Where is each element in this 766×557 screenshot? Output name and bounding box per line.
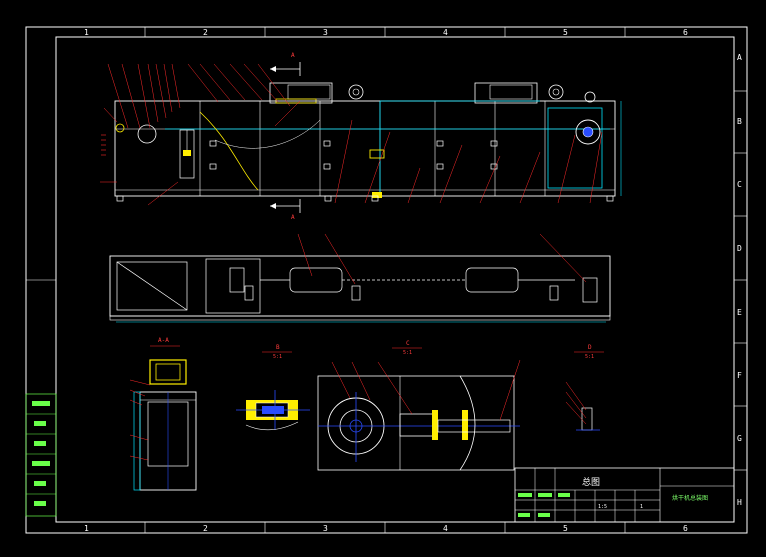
plan-view <box>109 233 611 323</box>
drawing-scale: 1:5 <box>598 504 607 510</box>
blower-unit-left <box>269 82 364 104</box>
zone-row-f: F <box>737 371 742 380</box>
zone-row-labels: A B C D E F G H <box>737 53 742 507</box>
view-scale-d: 5:1 <box>585 354 594 360</box>
frame-feet <box>116 195 614 202</box>
zone-col-5-top: 5 <box>563 28 568 37</box>
zone-row-e: E <box>737 308 742 317</box>
zone-col-6-top: 6 <box>683 28 688 37</box>
inner-frame <box>55 36 735 523</box>
section-marker-a-bottom: A <box>270 199 301 221</box>
zone-col-1-top: 1 <box>84 28 89 37</box>
zone-row-h: H <box>737 498 742 507</box>
zone-col-6-bottom: 6 <box>683 524 688 533</box>
view-label-d: D <box>588 344 592 351</box>
section-label-a-bottom: A <box>291 214 295 221</box>
zone-col-2-top: 2 <box>203 28 208 37</box>
zone-col-1-bottom: 1 <box>84 524 89 533</box>
zone-col-5-bottom: 5 <box>563 524 568 533</box>
zone-col-4-bottom: 4 <box>443 524 448 533</box>
drawing-sheet: 1 <box>640 504 643 510</box>
left-dimension-marks <box>101 134 106 156</box>
zone-row-b: B <box>737 117 742 126</box>
leader-lines-top <box>107 63 301 129</box>
leader-lines-bottom <box>100 107 603 206</box>
detail-view-d: D 5:1 <box>565 344 604 431</box>
zone-grid <box>26 27 747 533</box>
title-block: 总图 烘干机总装图 1:5 1 <box>514 467 735 523</box>
zone-column-labels-bottom: 1 2 3 4 5 6 <box>84 524 688 533</box>
front-elevation-view: A A <box>100 52 622 221</box>
feed-curve <box>199 111 259 191</box>
zone-column-labels-top: 1 2 3 4 5 6 <box>84 28 688 37</box>
section-marker-a-top: A <box>270 52 301 76</box>
drive-wheel-right <box>575 91 601 145</box>
zone-row-g: G <box>737 434 742 443</box>
zone-row-a: A <box>737 53 742 62</box>
view-scale-c: 5:1 <box>403 350 412 356</box>
drawing-name: 烘干机总装图 <box>672 494 708 502</box>
zone-row-c: C <box>737 180 742 189</box>
feed-roller-left <box>115 123 195 179</box>
plan-left-feed-unit <box>116 258 261 314</box>
plan-leaders <box>297 233 587 285</box>
detail-view-b: B 5:1 <box>236 344 310 431</box>
view-label-aa: A-A <box>158 337 169 344</box>
zone-row-d: D <box>737 244 742 253</box>
zone-col-3-bottom: 3 <box>323 524 328 533</box>
section-label-a-top: A <box>291 52 295 59</box>
door-handles <box>209 140 498 170</box>
dryer-frame-body <box>114 100 616 197</box>
view-scale-b: 5:1 <box>273 354 282 360</box>
zone-col-4-top: 4 <box>443 28 448 37</box>
drawing-title: 总图 <box>582 476 600 488</box>
view-label-c: C <box>406 340 410 347</box>
left-stamp-table <box>25 393 57 517</box>
zone-col-2-bottom: 2 <box>203 524 208 533</box>
view-label-b: B <box>276 344 280 351</box>
plan-bearings <box>229 267 598 303</box>
blower-unit-right <box>474 82 564 104</box>
plan-rollers <box>260 267 575 293</box>
section-view-a-a: A-A <box>129 337 197 491</box>
zone-col-3-top: 3 <box>323 28 328 37</box>
detail-view-c: C 5:1 <box>317 340 521 471</box>
conveyor-chain <box>165 100 610 196</box>
